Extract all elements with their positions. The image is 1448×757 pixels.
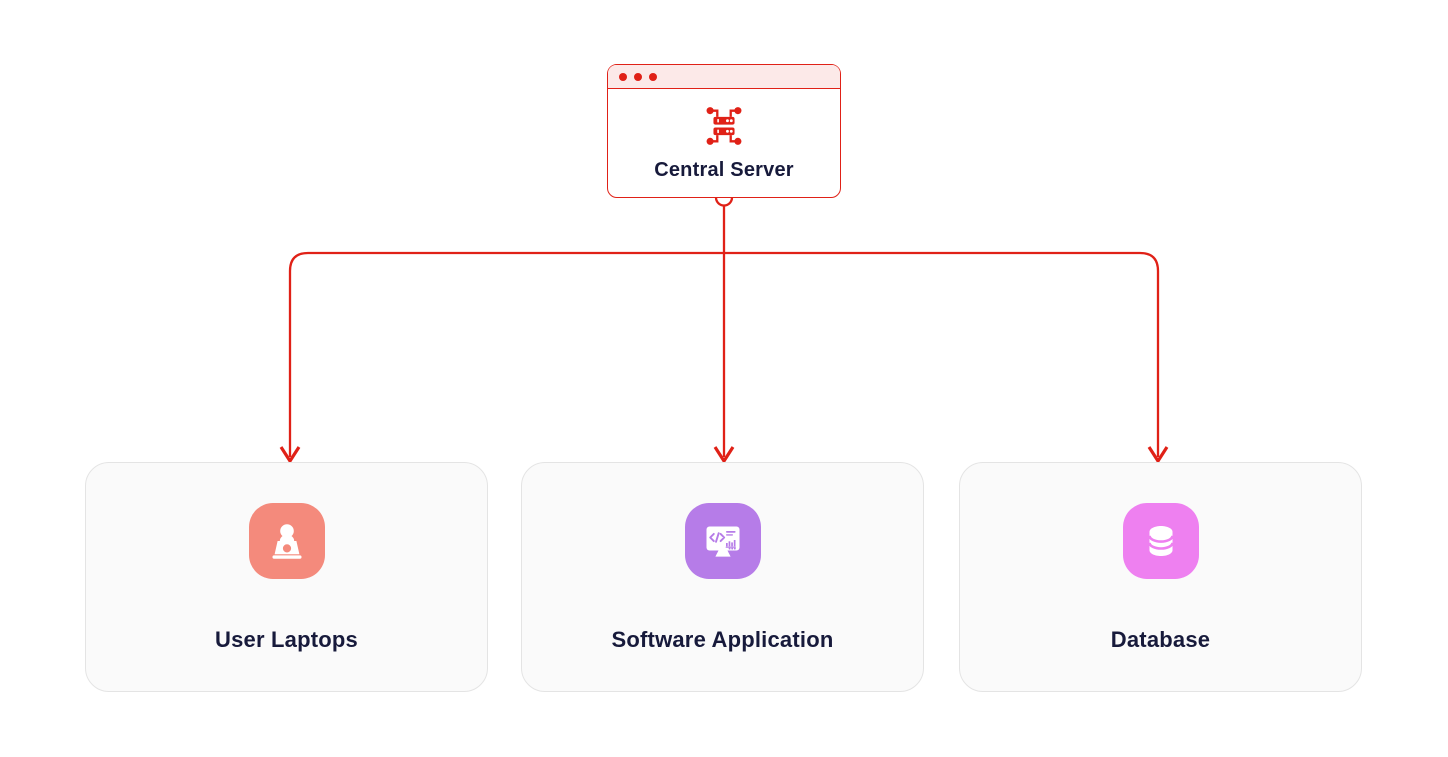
server-label: Central Server xyxy=(654,158,794,181)
node-software-application: Software Application xyxy=(521,462,924,692)
server-network-icon xyxy=(701,103,747,154)
database-icon xyxy=(1122,503,1199,579)
arrowhead-right xyxy=(1147,446,1169,464)
person-laptop-icon xyxy=(248,503,325,579)
server-port xyxy=(714,197,734,207)
central-server-node: Central Server xyxy=(607,64,841,198)
window-dot-icon xyxy=(649,72,657,81)
node-label: Database xyxy=(1110,627,1211,652)
edge-to-database xyxy=(724,251,1160,457)
node-database: Database xyxy=(959,462,1362,692)
code-monitor-icon xyxy=(684,503,761,579)
edge-to-user-laptops xyxy=(288,251,724,457)
node-label: User Laptops xyxy=(215,627,358,652)
node-user-laptops: User Laptops xyxy=(85,462,488,692)
window-dot-icon xyxy=(634,72,642,81)
window-dot-icon xyxy=(619,72,627,81)
node-label: Software Application xyxy=(611,627,834,652)
window-titlebar xyxy=(608,65,840,89)
arrowhead-middle xyxy=(713,446,735,464)
server-card-body: Central Server xyxy=(608,89,840,196)
arrowhead-left xyxy=(279,446,301,464)
